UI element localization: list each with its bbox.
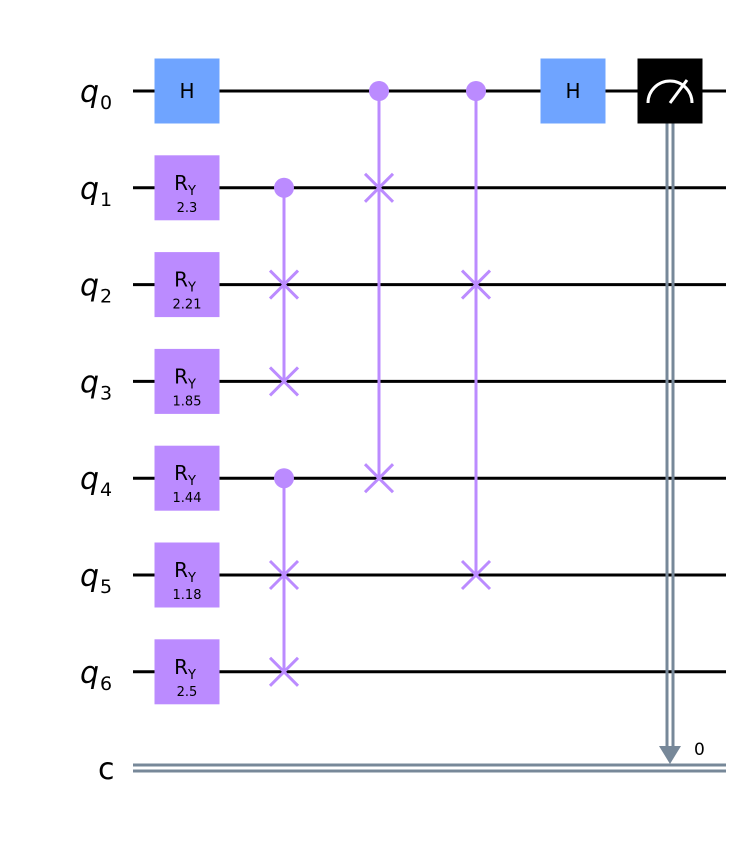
ry-gate-param: 2.3 xyxy=(177,201,198,216)
qubit-label-index: 1 xyxy=(100,189,112,211)
qubit-label-base: q xyxy=(80,172,99,207)
meter-needle xyxy=(668,79,689,104)
ry-gate-label-base: R xyxy=(174,461,188,485)
swap-cross-stroke xyxy=(268,559,300,591)
ry-gate-label-sub: Y xyxy=(187,668,196,683)
classical-register-label: c xyxy=(98,752,115,787)
swap-cross-icon xyxy=(363,172,395,203)
control-dot xyxy=(369,81,389,101)
swap-cross-stroke xyxy=(363,172,395,203)
h-gate-label: H xyxy=(179,79,194,103)
ry-gate-label: RY xyxy=(174,655,196,683)
classical-bit-index: 0 xyxy=(694,740,705,760)
qubit-label-index: 5 xyxy=(100,576,112,598)
ry-gate-label-sub: Y xyxy=(187,571,196,586)
ry-gate-label: RY xyxy=(174,558,196,586)
connectors-layer xyxy=(282,91,681,764)
qubit-label: q5 xyxy=(80,559,112,598)
ry-gate-label-sub: Y xyxy=(187,184,196,199)
control-dot xyxy=(466,81,486,101)
ry-gate xyxy=(154,155,220,221)
swap-cross-icon xyxy=(460,559,492,591)
swap-cross-stroke xyxy=(268,269,300,300)
swap-cross-stroke xyxy=(460,269,492,300)
ry-gate-label: RY xyxy=(174,461,196,489)
qubit-label-base: q xyxy=(80,559,99,594)
meter-icon xyxy=(646,79,694,104)
ry-gate-label-sub: Y xyxy=(187,377,196,392)
qubit-label-base: q xyxy=(80,75,99,110)
qubit-label-index: 0 xyxy=(100,92,112,114)
swap-cross-icon xyxy=(460,269,492,300)
qubit-label: q4 xyxy=(80,462,112,501)
swap-cross-icon xyxy=(268,366,300,397)
ry-gate-label: RY xyxy=(174,268,196,296)
ry-gate xyxy=(154,252,220,318)
qubit-label-base: q xyxy=(80,656,99,691)
qubit-label-base: q xyxy=(80,462,99,497)
swap-cross-stroke xyxy=(460,559,492,591)
ry-gate-label-base: R xyxy=(174,558,188,582)
ry-gate-param: 1.44 xyxy=(173,491,202,506)
wires-layer xyxy=(133,89,726,773)
ry-gate-label-sub: Y xyxy=(187,281,196,296)
control-dot xyxy=(274,177,294,198)
qubit-label: q6 xyxy=(80,656,112,695)
ry-gate-label: RY xyxy=(174,364,196,392)
qubit-label-index: 4 xyxy=(100,479,112,501)
qubit-label: q2 xyxy=(80,269,112,308)
ry-gate-param: 2.21 xyxy=(173,298,202,313)
ry-gate xyxy=(154,542,220,608)
ry-gate-label-base: R xyxy=(174,268,188,292)
ry-gate-param: 1.85 xyxy=(173,394,202,409)
qubit-label: q1 xyxy=(80,172,112,211)
qubit-label: q3 xyxy=(80,365,112,404)
qubit-label-index: 6 xyxy=(100,673,112,695)
ry-gate-label-base: R xyxy=(174,171,188,195)
ry-gate-label-sub: Y xyxy=(187,474,196,489)
swap-cross-icon xyxy=(363,463,395,494)
swap-cross-icon xyxy=(268,269,300,300)
swap-cross-stroke xyxy=(363,463,395,494)
swap-cross-icon xyxy=(268,656,300,687)
qubit-label: q0 xyxy=(80,75,112,114)
qubit-label-base: q xyxy=(80,365,99,400)
ry-gate-param: 1.18 xyxy=(173,588,202,603)
qubit-label-index: 3 xyxy=(100,382,112,404)
ry-gate-label: RY xyxy=(174,171,196,199)
h-gate xyxy=(154,58,220,124)
control-dot xyxy=(274,468,294,489)
qubit-label-index: 2 xyxy=(100,286,112,308)
swap-cross-stroke xyxy=(268,656,300,687)
h-gate-label: H xyxy=(565,79,580,103)
h-gate xyxy=(540,58,606,124)
ry-gate-label-base: R xyxy=(174,364,188,388)
ry-gate-label-base: R xyxy=(174,655,188,679)
ry-gate xyxy=(154,639,220,705)
meter-arc xyxy=(646,79,694,104)
ry-gate xyxy=(154,445,220,511)
ry-gate xyxy=(154,348,220,414)
measure-gate xyxy=(637,58,703,124)
qubit-label-base: q xyxy=(80,269,99,304)
ry-gate-param: 2.5 xyxy=(177,685,198,700)
swap-cross-stroke xyxy=(268,366,300,397)
swap-cross-icon xyxy=(268,559,300,591)
measure-arrow-icon xyxy=(659,746,681,764)
